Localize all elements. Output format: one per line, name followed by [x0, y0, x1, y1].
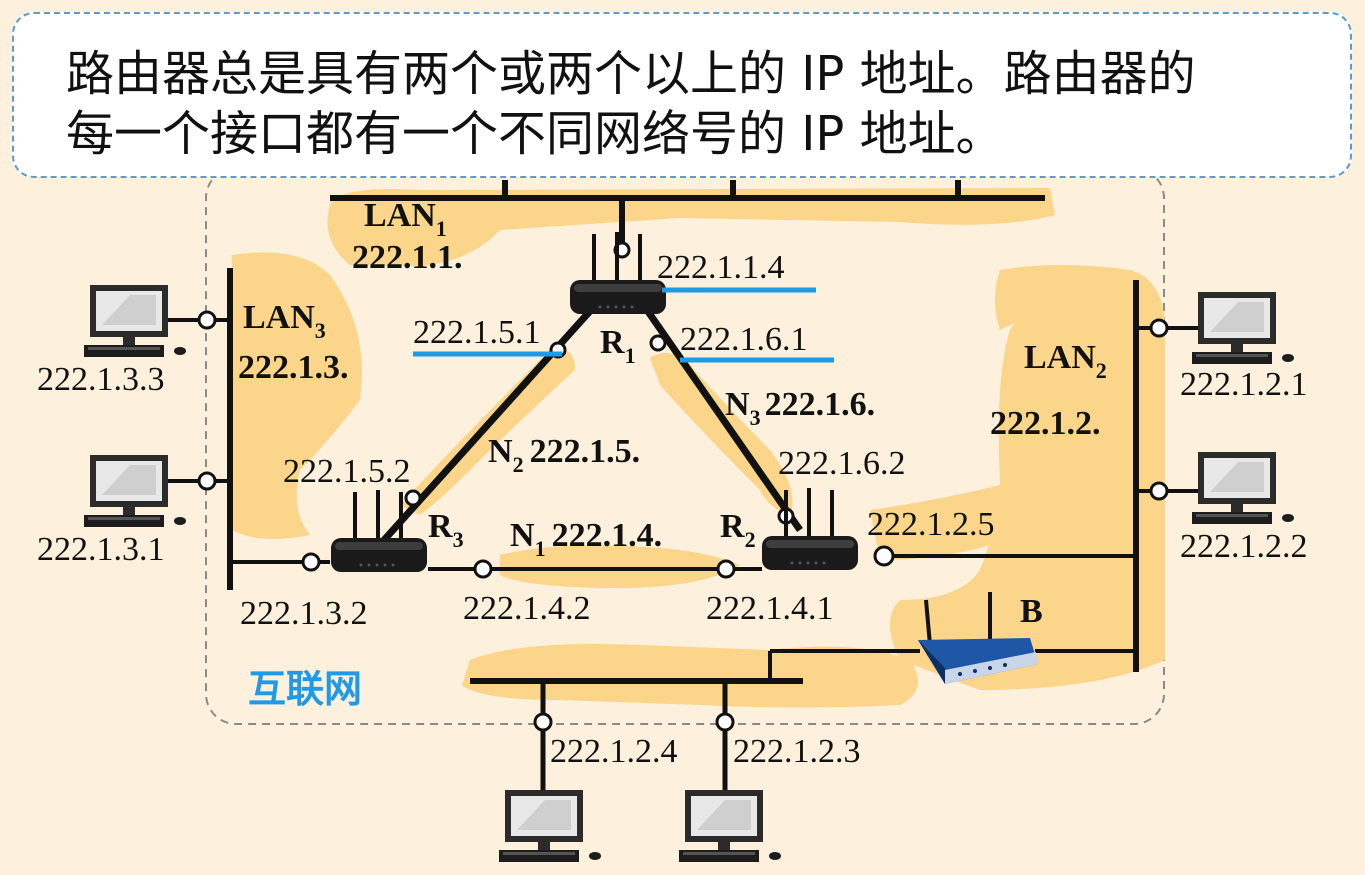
addr-host-3-1: 222.1.3.1	[37, 531, 165, 568]
addr-r3-n2: 222.1.5.2	[283, 453, 411, 490]
r2-label: R2	[720, 508, 756, 552]
computer-icon[interactable]	[499, 790, 601, 862]
addr-r1-n2: 222.1.5.1	[413, 314, 541, 351]
r1-label: R1	[600, 324, 636, 368]
computer-icon[interactable]	[679, 790, 781, 862]
callout-text: 路由器总是具有两个或两个以上的 IP 地址。路由器的 每一个接口都有一个不同网络…	[66, 44, 1356, 164]
network-highlights	[232, 188, 1165, 708]
lan2-label: LAN2	[1024, 339, 1107, 383]
callout-line-1: 路由器总是具有两个或两个以上的 IP 地址。路由器的	[66, 46, 1196, 102]
addr-host-2-3: 222.1.2.3	[733, 733, 861, 770]
addr-r2-n1: 222.1.4.1	[706, 590, 834, 627]
highlight-lan3	[232, 252, 362, 539]
addr-host-2-1: 222.1.2.1	[1180, 366, 1308, 403]
addr-host-2-4: 222.1.2.4	[550, 733, 678, 770]
n3-link	[637, 298, 803, 532]
address-underlines	[413, 287, 834, 363]
b-label: B	[1020, 593, 1043, 630]
computer-icon[interactable]	[84, 455, 186, 527]
callout-box: 路由器总是具有两个或两个以上的 IP 地址。路由器的 每一个接口都有一个不同网络…	[12, 12, 1352, 178]
computer-icon[interactable]	[1192, 452, 1294, 524]
highlight-lan1	[327, 188, 1055, 266]
callout-line-2: 每一个接口都有一个不同网络号的 IP 地址。	[66, 106, 1004, 162]
addr-r1-lan1: 222.1.1.4	[657, 249, 785, 286]
lan1-label: LAN1	[364, 197, 447, 241]
computer-icon[interactable]	[1192, 292, 1294, 364]
addr-r2-lan2: 222.1.2.5	[867, 506, 995, 543]
lan3-prefix: 222.1.3.	[238, 349, 349, 386]
addr-host-3-3: 222.1.3.3	[37, 361, 165, 398]
highlight-lan2-bottom	[462, 644, 918, 708]
lan1-prefix: 222.1.1.	[352, 239, 463, 276]
wireless-bridge-icon[interactable]	[918, 592, 1038, 684]
lan3-label: LAN3	[243, 299, 326, 343]
lan2-prefix: 222.1.2.	[990, 405, 1101, 442]
addr-host-2-2: 222.1.2.2	[1180, 528, 1308, 565]
addr-r2-n3: 222.1.6.2	[778, 445, 906, 482]
highlight-lan2	[890, 270, 1165, 690]
n2-link	[372, 297, 603, 553]
highlight-n1	[500, 545, 740, 589]
addr-r3-lan3: 222.1.3.2	[240, 595, 368, 632]
addr-r1-n3: 222.1.6.1	[680, 321, 808, 358]
highlight-n3	[650, 352, 793, 515]
router-icon[interactable]	[570, 232, 666, 314]
r3-label: R3	[428, 508, 464, 552]
addr-r3-n1: 222.1.4.2	[463, 590, 591, 627]
internet-label: 互联网	[248, 667, 362, 711]
